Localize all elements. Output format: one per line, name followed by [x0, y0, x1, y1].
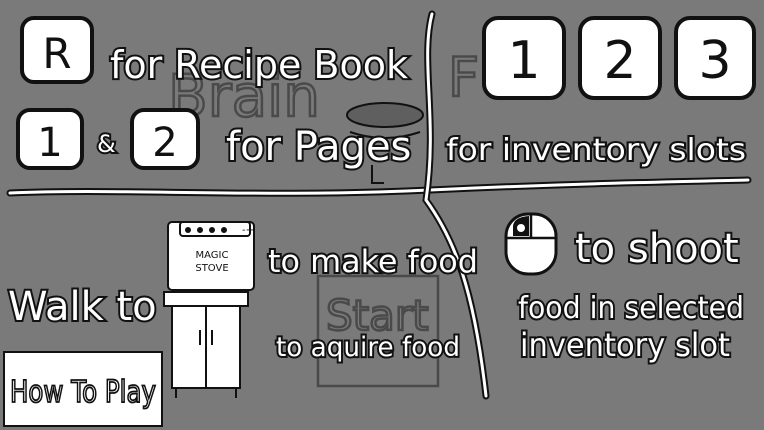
- slot-key-2: 2: [578, 16, 662, 100]
- background-start-sign: Start: [316, 274, 440, 388]
- stove-label-stove: STOVE: [195, 263, 228, 274]
- page-key-2-label: 2: [152, 120, 177, 166]
- background-hat-sketch: [346, 102, 424, 184]
- recipe-book-text: for Recipe Book: [110, 43, 408, 87]
- how-to-play-label: How To Play: [10, 375, 156, 410]
- acquire-food-text: to aquire food: [276, 332, 460, 363]
- make-food-text: to make food: [268, 244, 478, 280]
- magic-stove: -+ MAGIC STOVE: [167, 221, 255, 291]
- slot-key-3-label: 3: [698, 31, 731, 91]
- pages-text: for Pages: [226, 124, 411, 170]
- stove-label-magic: MAGIC: [196, 250, 229, 261]
- divider-lines: [6, 10, 752, 400]
- page-key-1: 1: [16, 108, 84, 170]
- page-key-2: 2: [130, 108, 200, 170]
- slot-key-3: 3: [674, 16, 756, 100]
- recipe-book-key: R: [20, 16, 94, 84]
- storage-cabinet: [163, 291, 249, 398]
- mouse-left-click-icon: [504, 212, 558, 276]
- shoot-detail-line-1: food in selected: [518, 291, 744, 326]
- stove-dial-mark: -+: [242, 225, 254, 236]
- shoot-detail-line-2: inventory slot: [520, 326, 730, 364]
- walk-to-text: Walk to: [8, 284, 157, 330]
- page-key-1-label: 1: [37, 120, 62, 166]
- inventory-slots-text: for inventory slots: [446, 133, 746, 168]
- background-partial-word: F: [448, 46, 479, 109]
- how-to-play-button[interactable]: How To Play: [3, 351, 163, 427]
- page-separator: &: [97, 130, 116, 158]
- shoot-text: to shoot: [575, 226, 739, 272]
- slot-key-1-label: 1: [507, 31, 540, 91]
- slot-key-2-label: 2: [603, 31, 636, 91]
- recipe-key-label: R: [42, 29, 71, 78]
- slot-key-1: 1: [482, 16, 566, 100]
- background-start-word: Start: [326, 291, 429, 340]
